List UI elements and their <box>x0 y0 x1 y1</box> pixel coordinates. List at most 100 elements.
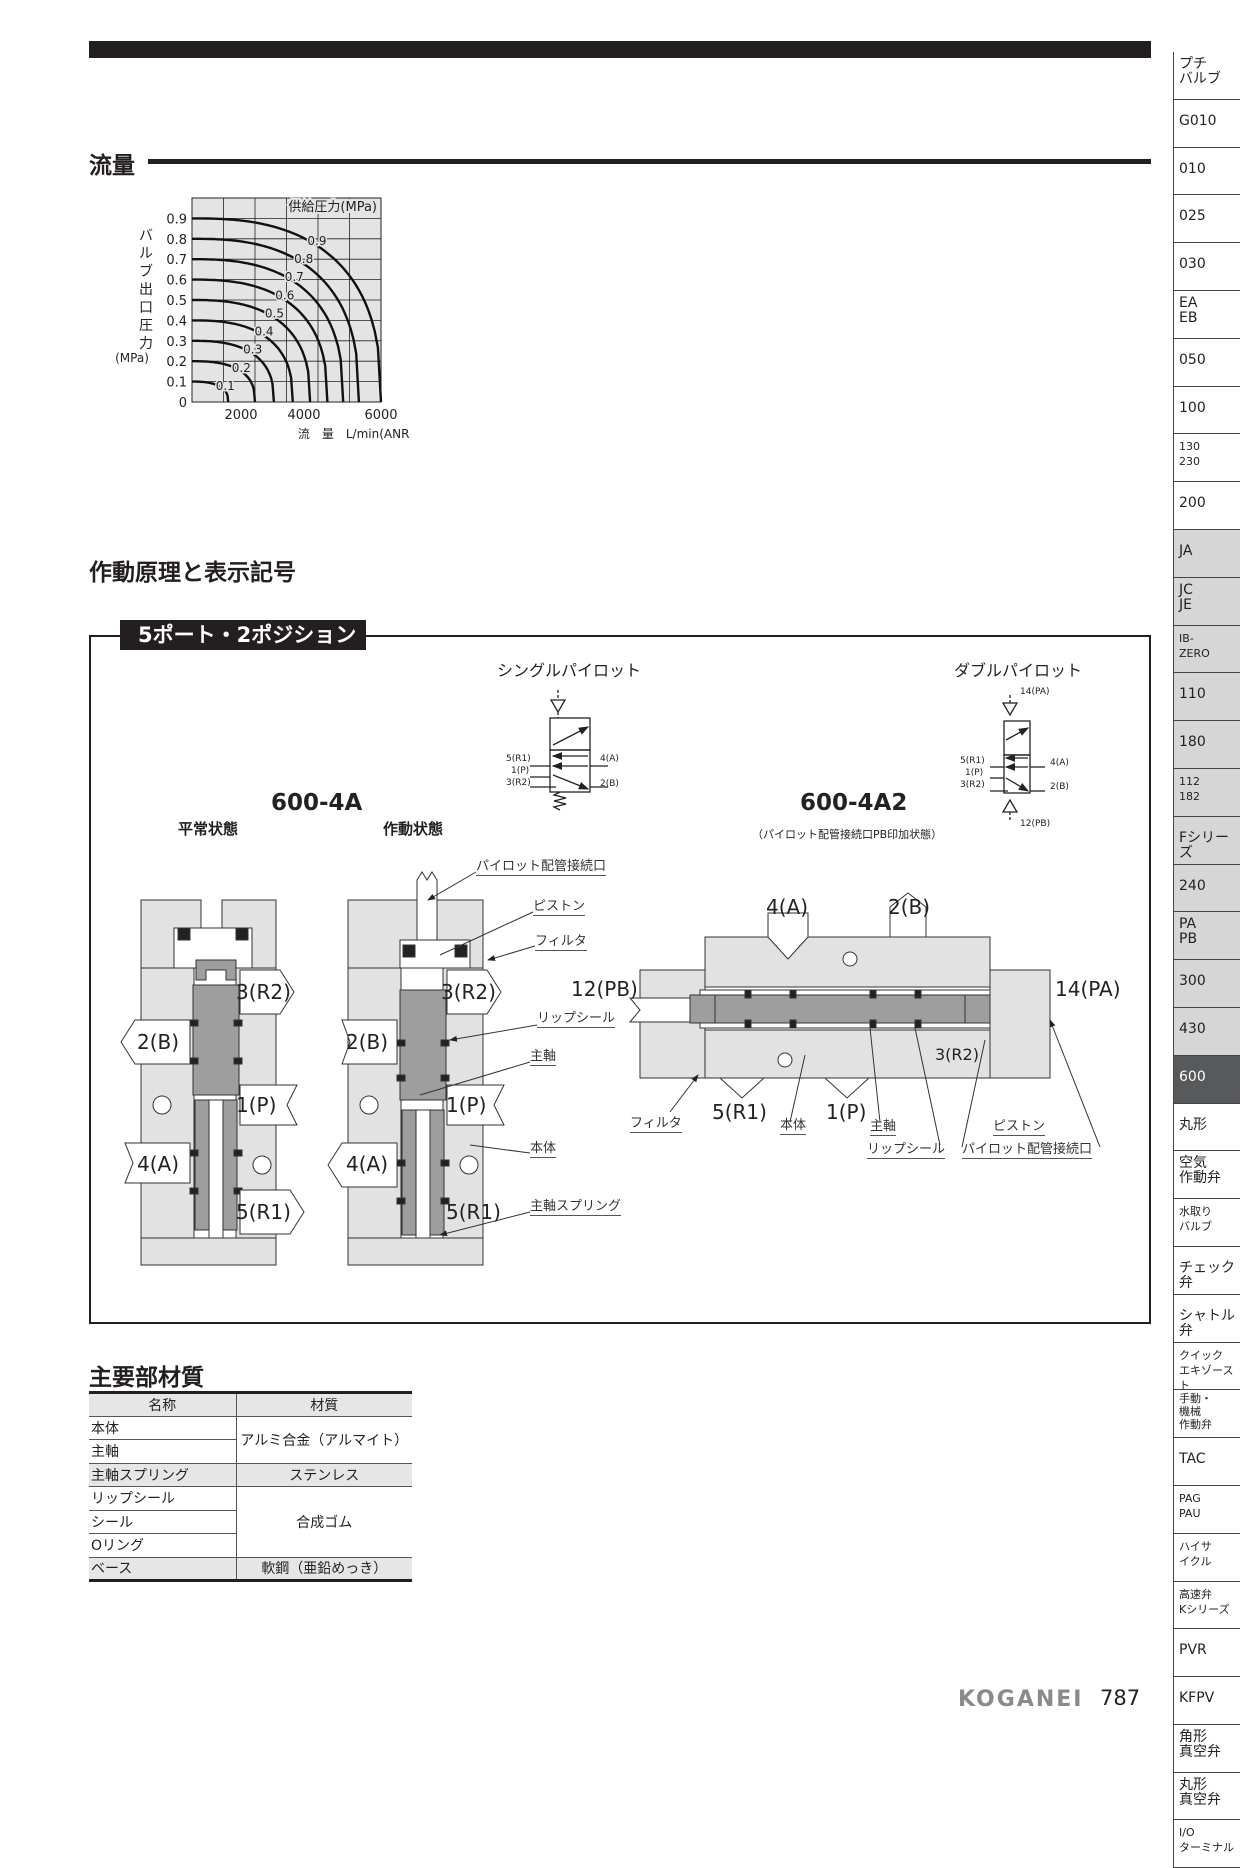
row-name: 主軸 <box>89 1439 236 1464</box>
model-600-4a: 600-4A <box>271 790 363 816</box>
sidebar-item[interactable]: 110 <box>1174 673 1240 722</box>
sidebar-item[interactable]: 180 <box>1174 721 1240 769</box>
page-number: 787 <box>1100 1686 1141 1710</box>
y-axis-label-char: バ <box>139 228 153 244</box>
flow-chart: 0.10.20.30.40.50.60.70.80.900.10.20.30.4… <box>115 197 410 441</box>
model-600-4a2-subtitle: （パイロット配管接続口PB印加状態） <box>752 828 943 841</box>
sym-double-a: 4(A) <box>1050 758 1069 768</box>
y-axis-label-char: 圧 <box>139 318 153 334</box>
port-r1-active: 5(R1) <box>446 1200 501 1224</box>
y-tick-label: 0.8 <box>166 233 187 248</box>
curve-0.1 <box>192 380 230 403</box>
sidebar-item[interactable]: 丸形真空弁 <box>1174 1773 1240 1821</box>
y-axis-label-char: 口 <box>139 300 153 316</box>
port-r2-normal: 3(R2) <box>236 980 291 1004</box>
heading-rule <box>148 159 1151 164</box>
annot-spool-double: 主軸 <box>870 1115 897 1136</box>
curve-label: 0.4 <box>254 325 273 339</box>
valve-section-normal <box>120 899 305 1266</box>
curve-0.9 <box>192 217 383 403</box>
sidebar-item[interactable]: 水取りバルブ <box>1174 1199 1240 1247</box>
sidebar-item[interactable]: 025 <box>1174 195 1240 244</box>
sym-double-pb: 12(PB) <box>1020 819 1051 829</box>
sidebar-item[interactable]: プチバルブ <box>1174 52 1240 100</box>
y-tick-label: 0.9 <box>166 212 187 227</box>
leader-lines-single <box>419 871 538 1237</box>
sidebar-item[interactable]: 240 <box>1174 864 1240 913</box>
valve-section-active <box>327 871 505 1266</box>
sidebar-item[interactable]: KFPV <box>1174 1677 1240 1725</box>
annot-filter-double: フィルタ <box>630 1112 682 1133</box>
annot-spring: 主軸スプリング <box>530 1195 622 1216</box>
annot-pilot-port: パイロット配管接続口 <box>476 855 607 876</box>
sidebar-item[interactable]: 010 <box>1174 148 1240 196</box>
sidebar-item[interactable]: 050 <box>1174 339 1240 387</box>
sidebar-item[interactable]: 手動・機械作動弁 <box>1174 1390 1240 1439</box>
sidebar-item[interactable]: IB-ZERO <box>1174 625 1240 674</box>
annot-piston-double: ピストン <box>993 1115 1046 1136</box>
sym-double-r2: 3(R2) <box>960 780 985 790</box>
sidebar-item[interactable]: Fシリーズ <box>1174 816 1240 865</box>
sidebar-item[interactable]: 200 <box>1174 482 1240 530</box>
curve-0.5 <box>192 298 312 403</box>
annot-lip-seal-double: リップシール <box>867 1138 946 1159</box>
principle-box <box>89 635 1151 1324</box>
materials-heading: 主要部材質 <box>89 1365 204 1391</box>
curve-label: 0.2 <box>232 361 251 375</box>
sidebar-item[interactable]: シャトル弁 <box>1174 1295 1240 1343</box>
sidebar-item[interactable]: 430 <box>1174 1007 1240 1056</box>
sidebar-item[interactable]: 空気作動弁 <box>1174 1151 1240 1200</box>
curve-0.6 <box>192 278 329 403</box>
sidebar-item[interactable]: G010 <box>1174 100 1240 148</box>
y-tick-label: 0.6 <box>166 274 187 289</box>
y-axis-label-char: 出 <box>139 282 153 298</box>
sym-double-pa: 14(PA) <box>1020 687 1050 697</box>
sym-single-p: 1(P) <box>511 766 530 776</box>
sidebar-item[interactable]: PVR <box>1174 1629 1240 1678</box>
valve-section-double <box>628 892 1101 1148</box>
x-axis-label: 流 量 L/min(ANR) <box>298 427 410 441</box>
port-r1-double: 5(R1) <box>712 1100 767 1124</box>
annot-lip-seal: リップシール <box>537 1007 616 1028</box>
y-tick-label: 0.3 <box>166 335 187 350</box>
sidebar-item[interactable]: 丸形 <box>1174 1104 1240 1152</box>
row-material: ステンレス <box>235 1463 412 1487</box>
state-active: 作動状態 <box>383 820 444 838</box>
port-r1-normal: 5(R1) <box>236 1200 291 1224</box>
koganei-logo: KOGANEI <box>958 1687 1084 1712</box>
port-p-active: 1(P) <box>446 1093 487 1117</box>
double-pilot-title: ダブルパイロット <box>954 661 1083 680</box>
sidebar-item[interactable]: ハイサイクル <box>1174 1534 1240 1582</box>
sidebar-item[interactable]: 300 <box>1174 960 1240 1008</box>
col-material: 材質 <box>235 1391 412 1417</box>
annot-body-double: 本体 <box>780 1114 807 1135</box>
sidebar-item[interactable]: 角形真空弁 <box>1174 1725 1240 1773</box>
port-pb-double: 12(PB) <box>571 977 638 1001</box>
sym-single-a: 4(A) <box>600 754 619 764</box>
sidebar-item[interactable]: チェック弁 <box>1174 1247 1240 1295</box>
materials-table: 名称材質 本体アルミ合金（アルマイト） 主軸 主軸スプリングステンレス リップシ… <box>89 1391 412 1582</box>
port-b-active: 2(B) <box>346 1030 389 1054</box>
sidebar-item[interactable]: 100 <box>1174 387 1240 435</box>
model-600-4a2: 600-4A2 <box>800 790 908 816</box>
sidebar-item[interactable]: TAC <box>1174 1438 1240 1486</box>
y-axis-label-char: ブ <box>139 263 153 280</box>
curve-0.2 <box>192 360 257 403</box>
principle-heading: 作動原理と表示記号 <box>89 560 296 586</box>
sidebar-item[interactable]: 600 <box>1174 1055 1240 1104</box>
port-p-normal: 1(P) <box>236 1093 277 1117</box>
sidebar-item[interactable]: 030 <box>1174 243 1240 291</box>
sidebar-item[interactable]: クイックエキゾースト <box>1174 1343 1240 1391</box>
y-axis-label-char: ル <box>139 246 153 262</box>
sidebar-item[interactable]: JA <box>1174 529 1240 578</box>
y-axis-label-char: 力 <box>139 336 153 352</box>
